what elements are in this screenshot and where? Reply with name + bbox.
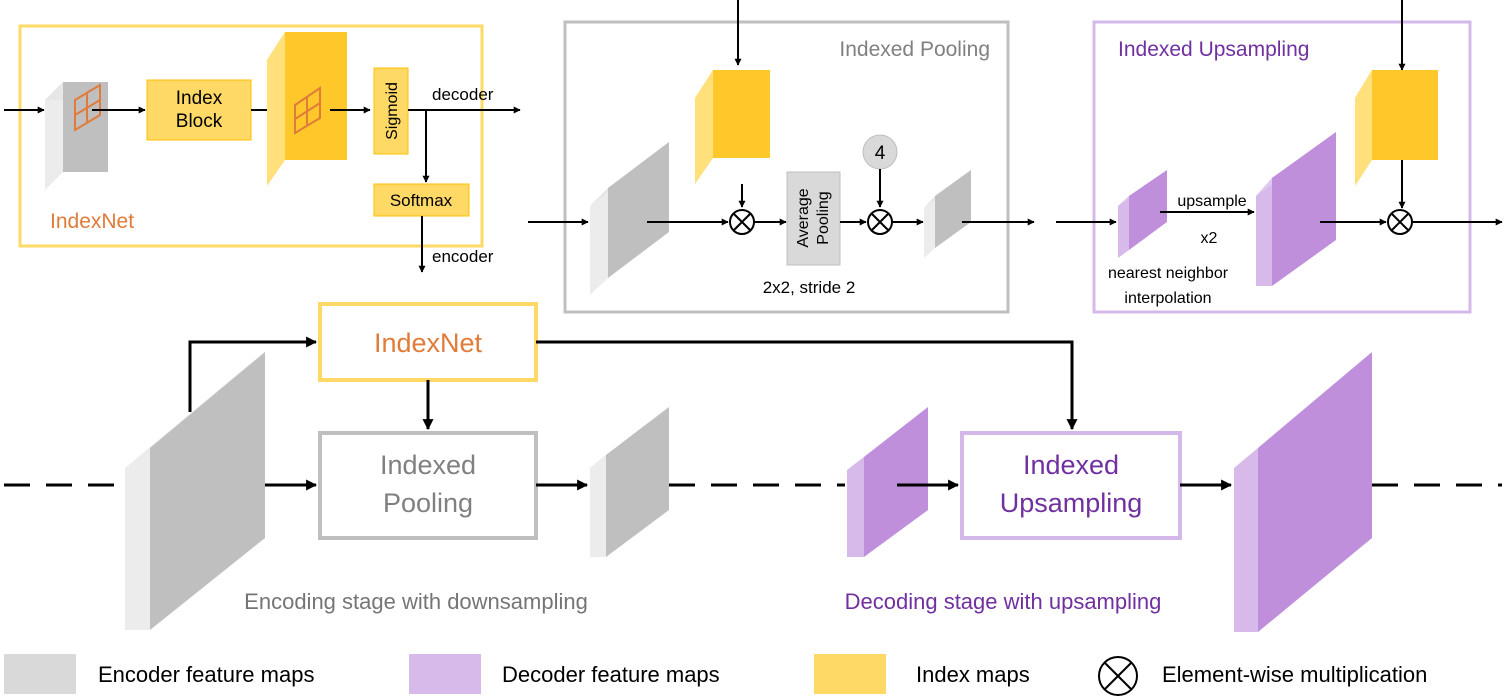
upsample-label: upsample: [1177, 193, 1246, 210]
legend-decoder-swatch: [409, 654, 481, 694]
indexed-upsampling-block: [960, 431, 1182, 540]
indexnet-panel: Index Block Sigmoid decoder Softmax enco…: [4, 24, 521, 273]
upsampling-multiply-icon: [1387, 209, 1413, 235]
pooling-index-map: [695, 70, 770, 184]
legend-encoder-label: Encoder feature maps: [98, 662, 314, 687]
indexnet-panel-border: [18, 24, 484, 248]
legend: Encoder feature maps Decoder feature map…: [4, 654, 1427, 696]
upsampling-decoder-map-large: [1256, 132, 1336, 286]
interp-label-line1: nearest neighbor: [1108, 265, 1229, 282]
indexed-pooling-line2: Pooling: [383, 488, 473, 518]
indexnet-panel-label: IndexNet: [50, 210, 134, 233]
interp-label-line2: interpolation: [1124, 290, 1211, 307]
indexed-upsampling-line2: Upsampling: [1000, 488, 1143, 518]
scale-factor-label: 4: [875, 143, 886, 164]
average-pooling-block: [786, 171, 841, 266]
softmax-block: [373, 183, 470, 217]
upsampling-index-map: [1355, 70, 1438, 186]
index-grid-icon: [294, 86, 321, 135]
indexed-upsampling-line1: Indexed: [1023, 450, 1119, 480]
legend-multiply-label: Element-wise multiplication: [1162, 662, 1427, 687]
encoder-map-small: [590, 407, 669, 557]
indexnet-block-label: IndexNet: [374, 328, 483, 358]
decoder-map-large: [1234, 352, 1372, 632]
stride-label: 2x2, stride 2: [763, 278, 856, 297]
upsample-factor-label: x2: [1201, 230, 1218, 247]
sigmoid-label: Sigmoid: [384, 82, 401, 140]
scale-multiply-icon: [867, 209, 893, 235]
pooling-output-map: [924, 170, 971, 258]
indexed-pooling-panel: Indexed Pooling Average Pooling 4: [528, 0, 1035, 314]
decoder-map-small: [847, 407, 928, 557]
indexed-upsampling-panel-title: Indexed Upsampling: [1118, 38, 1309, 61]
upsampling-decoder-map-small: [1118, 170, 1167, 258]
decoding-stage-caption: Decoding stage with upsampling: [845, 589, 1162, 614]
softmax-label: Softmax: [390, 191, 453, 210]
indexed-upsampling-panel: Indexed Upsampling upsample x2 nearest n…: [1056, 0, 1503, 314]
legend-decoder-label: Decoder feature maps: [502, 662, 720, 687]
encoder-label: encoder: [432, 247, 494, 266]
pooling-encoder-map: [590, 142, 669, 295]
legend-encoder-swatch: [4, 654, 76, 694]
indexed-pooling-block: [318, 431, 538, 540]
indexed-pooling-panel-title: Indexed Pooling: [839, 38, 990, 61]
legend-index-swatch: [814, 654, 886, 694]
sigmoid-block: [373, 67, 409, 155]
indexnet-encoder-map: [45, 82, 108, 190]
indexed-pooling-panel-border: [563, 20, 1010, 314]
decoder-label: decoder: [432, 85, 494, 104]
index-grid-icon: [74, 83, 101, 132]
to-indexnet-arrow: [188, 336, 318, 412]
index-block-line1: Index: [176, 88, 223, 109]
index-block-line2: Block: [176, 111, 223, 132]
encoder-map-large: [125, 352, 265, 630]
encoding-stage-caption: Encoding stage with downsampling: [244, 589, 588, 614]
indexnet-to-upsampling-arrow: [536, 340, 1078, 431]
average-pooling-line2: Pooling: [815, 191, 832, 244]
legend-index-label: Index maps: [916, 662, 1030, 687]
index-block: [146, 79, 252, 141]
average-pooling-line1: Average: [795, 188, 812, 247]
indexnet-index-map: [267, 32, 347, 186]
pooling-multiply-icon: [729, 209, 755, 235]
indexed-pooling-line1: Indexed: [380, 450, 476, 480]
legend-multiply-icon: [1098, 656, 1138, 696]
main-pipeline: IndexNet Indexed Pooling Indexed Upsampl…: [4, 302, 1502, 632]
indexed-upsampling-panel-border: [1092, 20, 1472, 314]
